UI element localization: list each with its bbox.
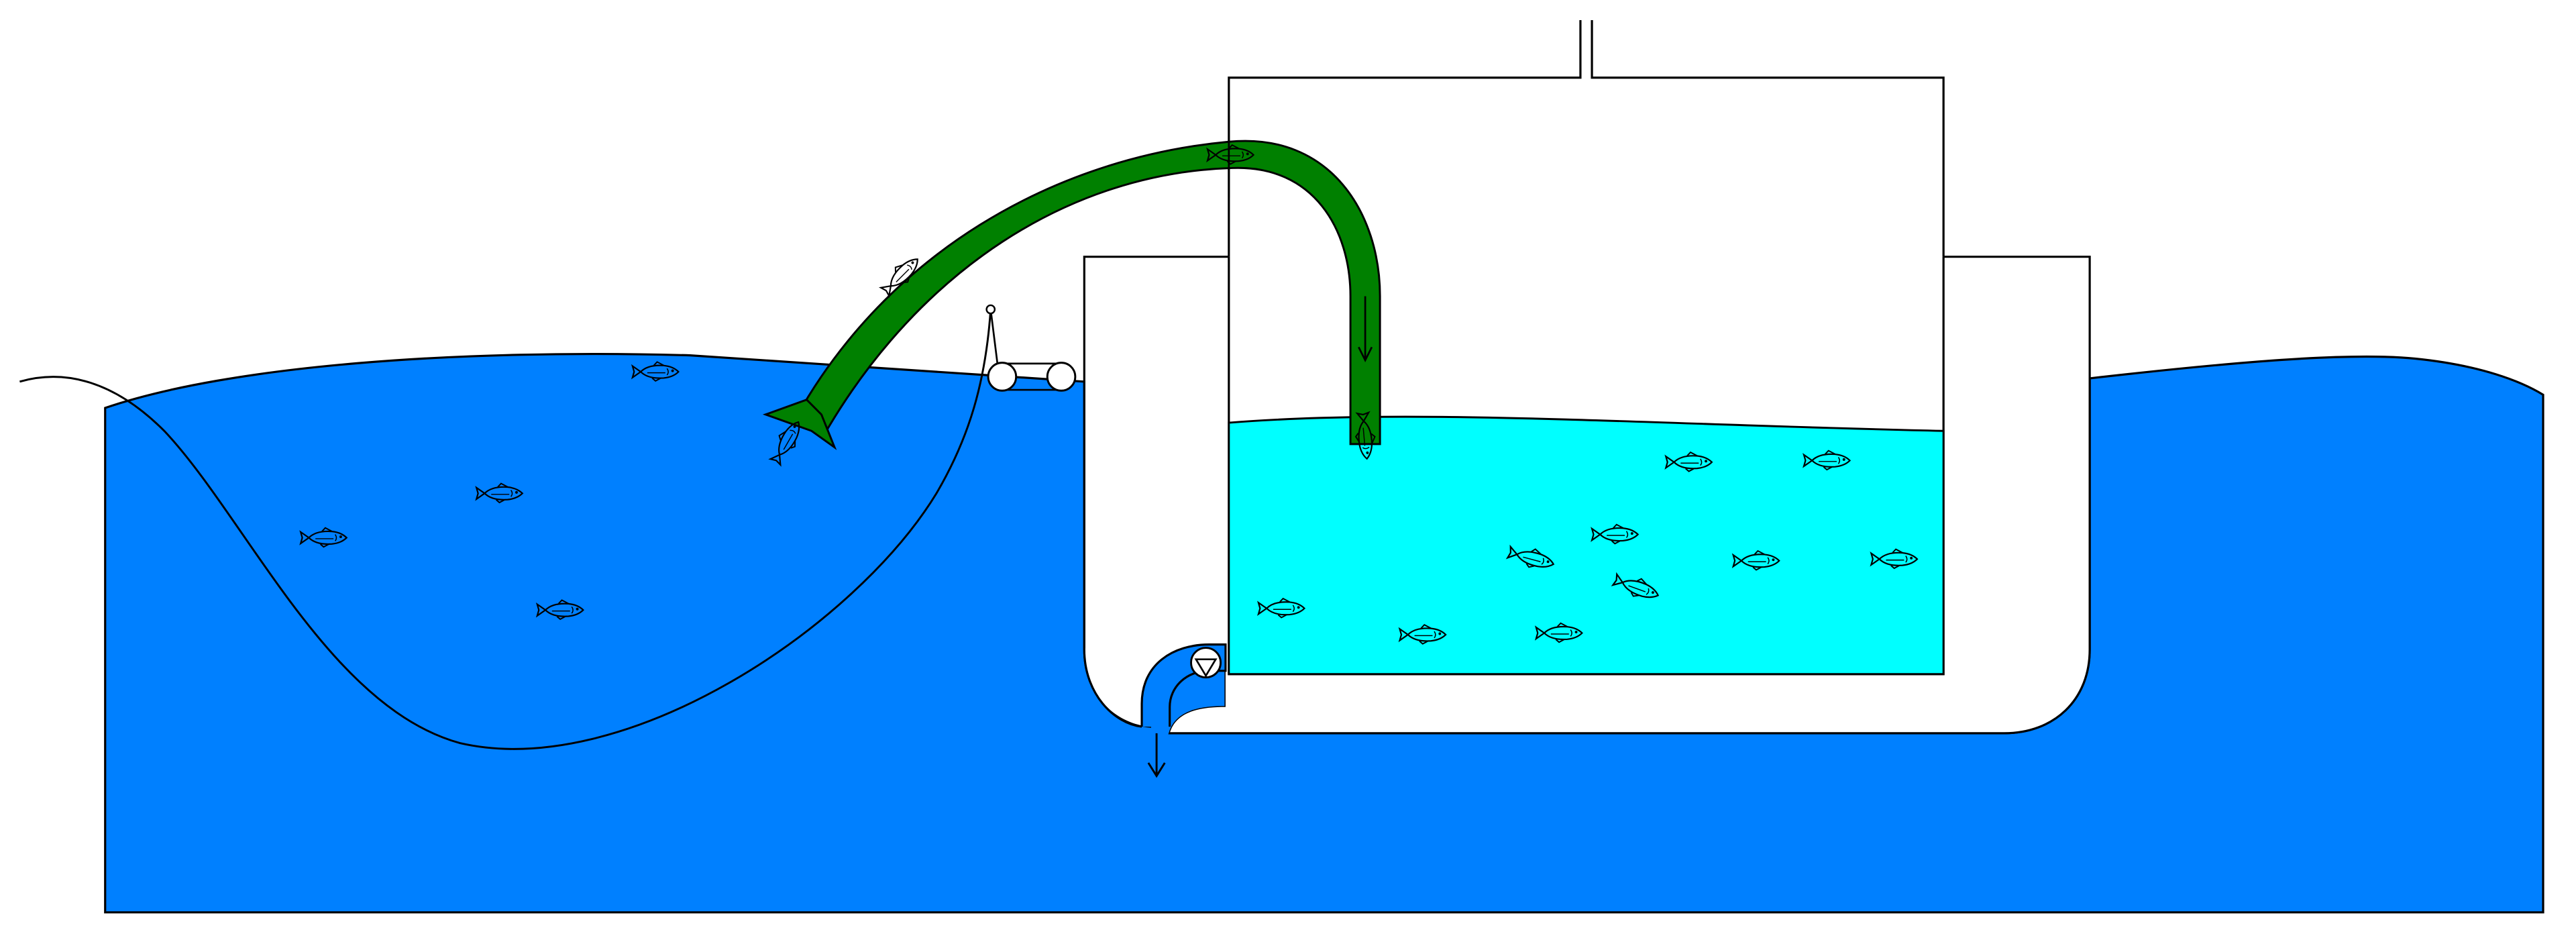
suction-nozzle bbox=[762, 399, 837, 450]
suction-hose bbox=[795, 140, 1381, 445]
discharge-pump bbox=[1190, 647, 1222, 679]
net-reel bbox=[985, 304, 1077, 392]
seine-net bbox=[19, 309, 992, 750]
tank-water bbox=[1228, 415, 1945, 676]
pipe-flow-down-arrow bbox=[1358, 296, 1373, 362]
vessel-hull-outline bbox=[1083, 20, 2091, 735]
discharge-down-arrow bbox=[1147, 733, 1166, 778]
